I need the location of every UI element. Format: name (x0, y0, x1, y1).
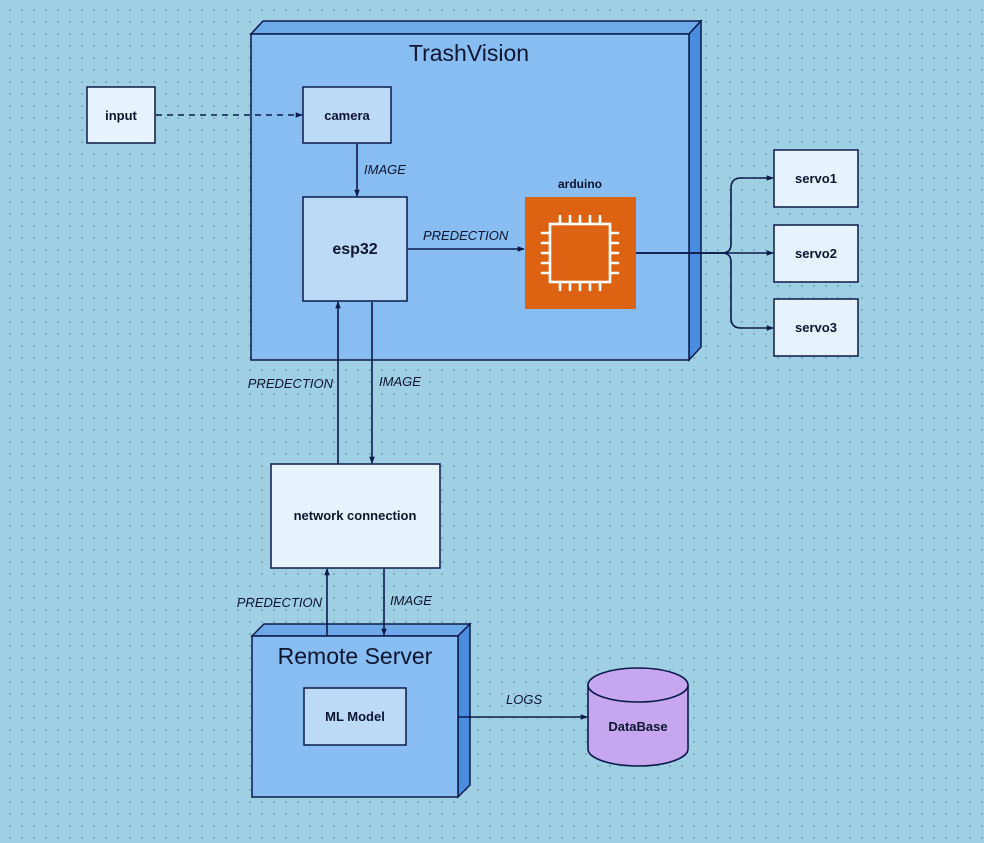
node-input: input (86, 86, 156, 144)
node-network-connection-label: network connection (294, 508, 417, 523)
node-servo2: servo2 (773, 224, 859, 283)
connectors (156, 112, 774, 720)
label-camera-to-esp32: IMAGE (364, 162, 406, 177)
label-esp32-to-network: IMAGE (379, 374, 421, 389)
trashvision-group-top (249, 20, 703, 35)
node-camera-label: camera (324, 108, 370, 123)
node-servo3: servo3 (773, 298, 859, 357)
label-server-to-network: PREDECTION (237, 595, 323, 610)
node-servo2-label: servo2 (795, 246, 837, 261)
remote-server-group-side (457, 622, 471, 799)
node-servo2-box (773, 224, 859, 283)
node-esp32-box (302, 196, 408, 302)
node-input-box (86, 86, 156, 144)
node-camera: camera (302, 86, 392, 144)
node-database: DataBase (587, 667, 689, 767)
node-ml-model-box (303, 687, 407, 746)
node-network-connection: network connection (270, 463, 441, 569)
node-ml-model: ML Model (303, 687, 407, 746)
edge-labels: IMAGE PREDECTION PREDECTION IMAGE PREDEC… (237, 162, 543, 707)
label-network-to-esp32: PREDECTION (248, 376, 334, 391)
label-esp32-to-arduino: PREDECTION (423, 228, 509, 243)
trashvision-group: TrashVision (249, 19, 703, 362)
chip-icon (540, 214, 620, 292)
remote-server-title: Remote Server (278, 643, 433, 669)
database-body (587, 685, 689, 767)
node-servo1: servo1 (773, 149, 859, 208)
node-servo1-label: servo1 (795, 171, 837, 186)
node-ml-model-label: ML Model (325, 709, 385, 724)
remote-server-group-top (250, 623, 472, 637)
node-servo3-label: servo3 (795, 320, 837, 335)
node-arduino: arduino (525, 177, 636, 309)
cylinder-icon (587, 667, 689, 767)
node-servo1-box (773, 149, 859, 208)
node-network-connection-box (270, 463, 441, 569)
node-input-label: input (105, 108, 137, 123)
node-esp32-label: esp32 (332, 241, 377, 258)
database-top (587, 667, 689, 703)
node-servo3-box (773, 298, 859, 357)
node-arduino-label: arduino (558, 177, 602, 191)
node-database-label: DataBase (608, 719, 667, 734)
trashvision-group-side (688, 19, 702, 362)
label-network-to-server: IMAGE (390, 593, 432, 608)
node-esp32: esp32 (302, 196, 408, 302)
trashvision-title: TrashVision (409, 40, 529, 66)
edge-arduino-to-servo3 (636, 252, 774, 331)
label-server-to-database: LOGS (506, 692, 542, 707)
node-camera-box (302, 86, 392, 144)
